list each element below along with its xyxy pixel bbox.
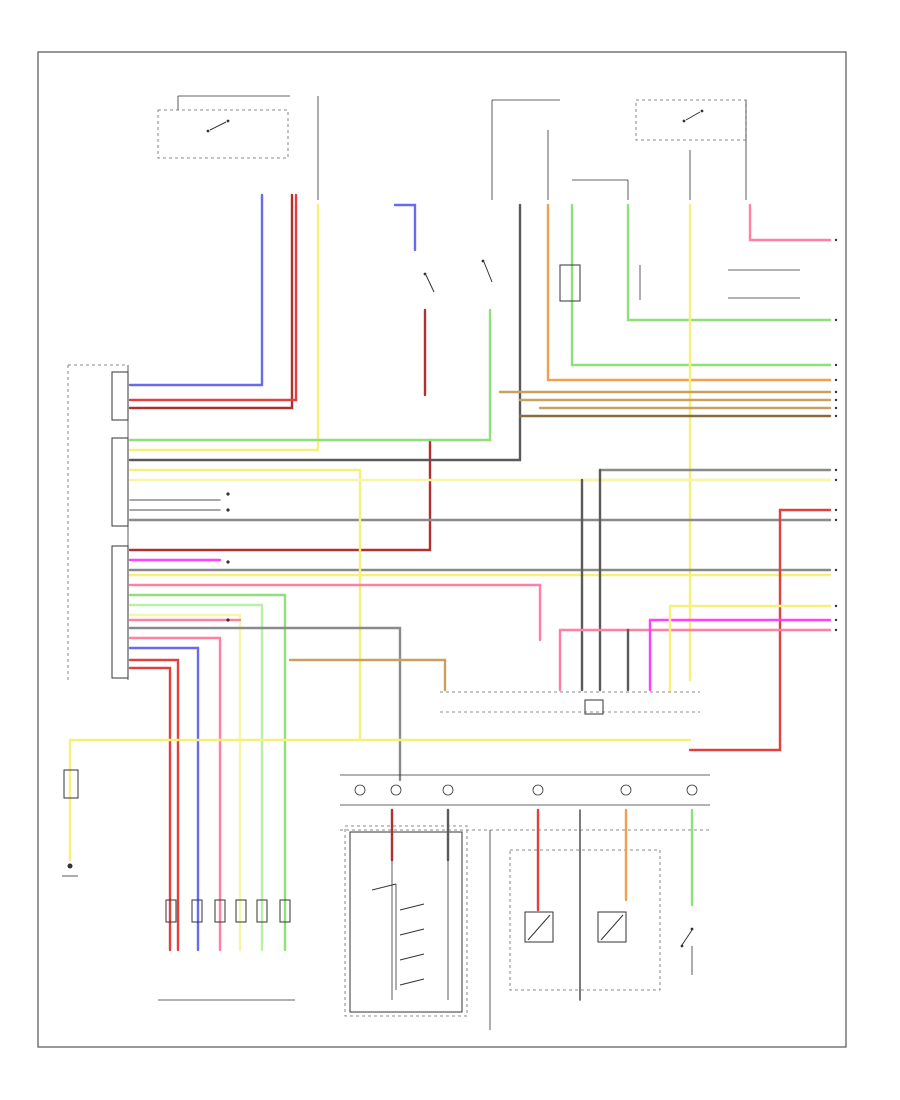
- wires-ecm: [68, 468, 832, 952]
- fuse-block-left: [157, 95, 319, 200]
- overdrive-switch: [509, 808, 694, 1001]
- wires-top: [128, 193, 832, 682]
- transmission-range-switch: [344, 808, 491, 1030]
- fuse-block-center: [491, 99, 691, 200]
- ecm-pin-dots: [226, 492, 230, 622]
- speed-sensor-connectors: [158, 899, 295, 1001]
- ecm-connector: [67, 364, 129, 680]
- diagram-frame: [37, 51, 847, 1048]
- connector-pins: [165, 899, 291, 923]
- ground-element: [62, 738, 79, 877]
- inline-connectors: [340, 691, 710, 831]
- wires-crossover: [558, 468, 832, 752]
- fuse-block-right: [635, 99, 747, 200]
- right-edge-dots: [834, 238, 838, 632]
- mid-relays: [423, 259, 800, 302]
